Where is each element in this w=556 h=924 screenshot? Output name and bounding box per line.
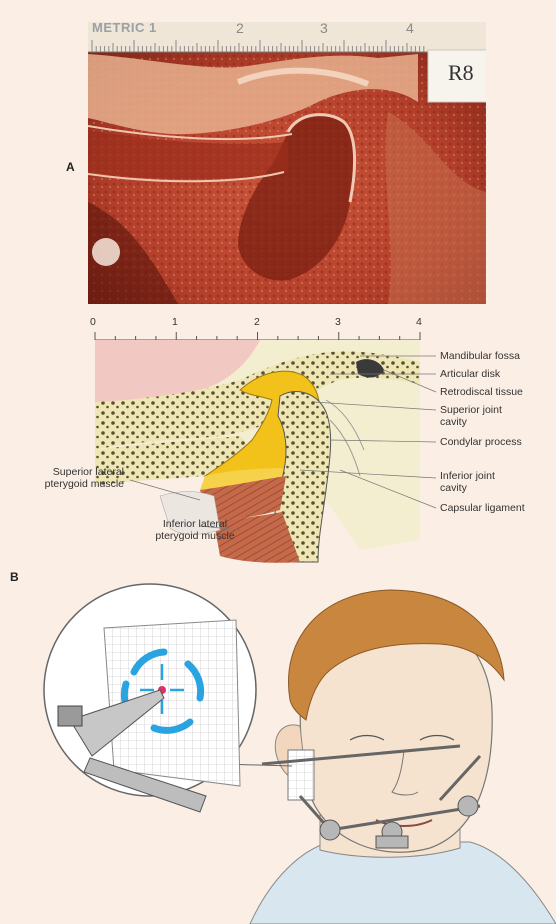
label-inferior-lateral-pterygoid-line2: pterygoid muscle (140, 530, 250, 542)
cheek-recording-plate (288, 750, 314, 800)
label-retrodiscal-tissue: Retrodiscal tissue (440, 386, 523, 398)
photo-ruler-number-4: 4 (406, 20, 414, 36)
scale-tick-label-0: 0 (90, 316, 96, 328)
photo-ruler-number-2: 2 (236, 20, 244, 36)
scale-tick-label-2: 2 (254, 316, 260, 328)
label-capsular-ligament: Capsular ligament (440, 502, 525, 514)
label-inferior-lateral-pterygoid-line1: Inferior lateral (140, 518, 250, 530)
photo-ruler-text: METRIC 1 (92, 20, 157, 35)
panel-a-label: A (66, 160, 75, 174)
label-superior-joint-cavity-line2: cavity (440, 416, 467, 428)
histology-photo-image (88, 22, 486, 304)
label-superior-joint-cavity-line1: Superior joint (440, 404, 502, 416)
label-inferior-joint-cavity-line1: Inferior joint (440, 470, 495, 482)
scale-tick-label-4: 4 (416, 316, 422, 328)
label-articular-disk: Articular disk (440, 368, 500, 380)
photo-ruler-number-3: 3 (320, 20, 328, 36)
scale-tick-label-3: 3 (335, 316, 341, 328)
label-superior-lateral-pterygoid-line1: Superior lateral (20, 466, 124, 478)
tracing-device-illustration (0, 580, 556, 924)
label-condylar-process: Condylar process (440, 436, 522, 448)
label-superior-lateral-pterygoid-line2: pterygoid muscle (20, 478, 124, 490)
label-mandibular-fossa: Mandibular fossa (440, 350, 520, 362)
histology-photo (88, 22, 486, 304)
label-inferior-joint-cavity-line2: cavity (440, 482, 467, 494)
scale-tick-label-1: 1 (172, 316, 178, 328)
photo-tag-text: R8 (448, 60, 474, 86)
